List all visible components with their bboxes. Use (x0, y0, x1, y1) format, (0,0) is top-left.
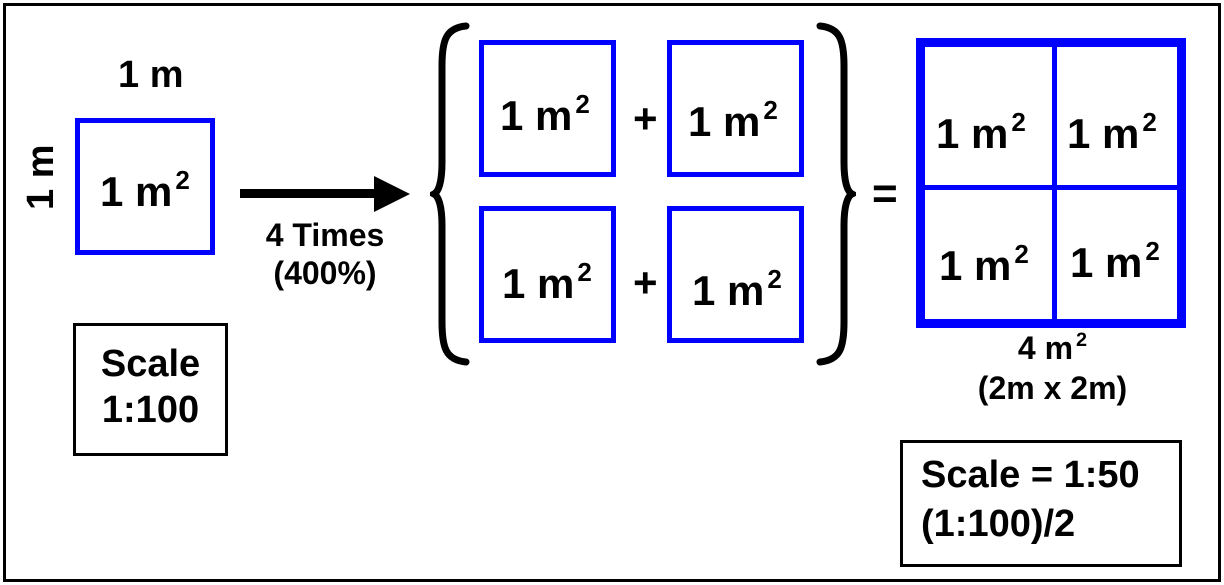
arrow-label-line2: (400%) (273, 255, 377, 292)
arrow-label: 4 Times (400%) (245, 216, 405, 293)
arrow-label-line1: 4 Times (265, 217, 385, 253)
plus-sign-bottom: + (633, 259, 658, 306)
scale-box-new-line2: (1:100)/2 (921, 503, 1076, 546)
right-arrow-icon (240, 176, 410, 212)
scale-box-original-line2: 1:100 (101, 388, 200, 431)
equals-sign: = (872, 169, 898, 218)
side-dimension-label: 1 m (20, 144, 62, 210)
scale-box-new: Scale = 1:50 (1:100)/2 (900, 440, 1182, 567)
scale-box-original: Scale 1:100 (73, 323, 228, 456)
top-dimension-label: 1 m (118, 54, 184, 96)
scale-box-new-line1: Scale = 1:50 (921, 454, 1140, 496)
grid-vertical-divider (1052, 47, 1057, 319)
left-brace-icon (430, 22, 470, 366)
grid-horizontal-divider (925, 185, 1177, 190)
total-area-dimensions: (2m x 2m) (977, 370, 1128, 406)
side-dimension-wrapper: 1 m (20, 145, 62, 210)
scale-box-original-line1: Scale (100, 343, 201, 385)
diagram-frame (3, 3, 1221, 582)
right-brace-icon (816, 22, 856, 366)
plus-sign-top: + (633, 95, 658, 142)
